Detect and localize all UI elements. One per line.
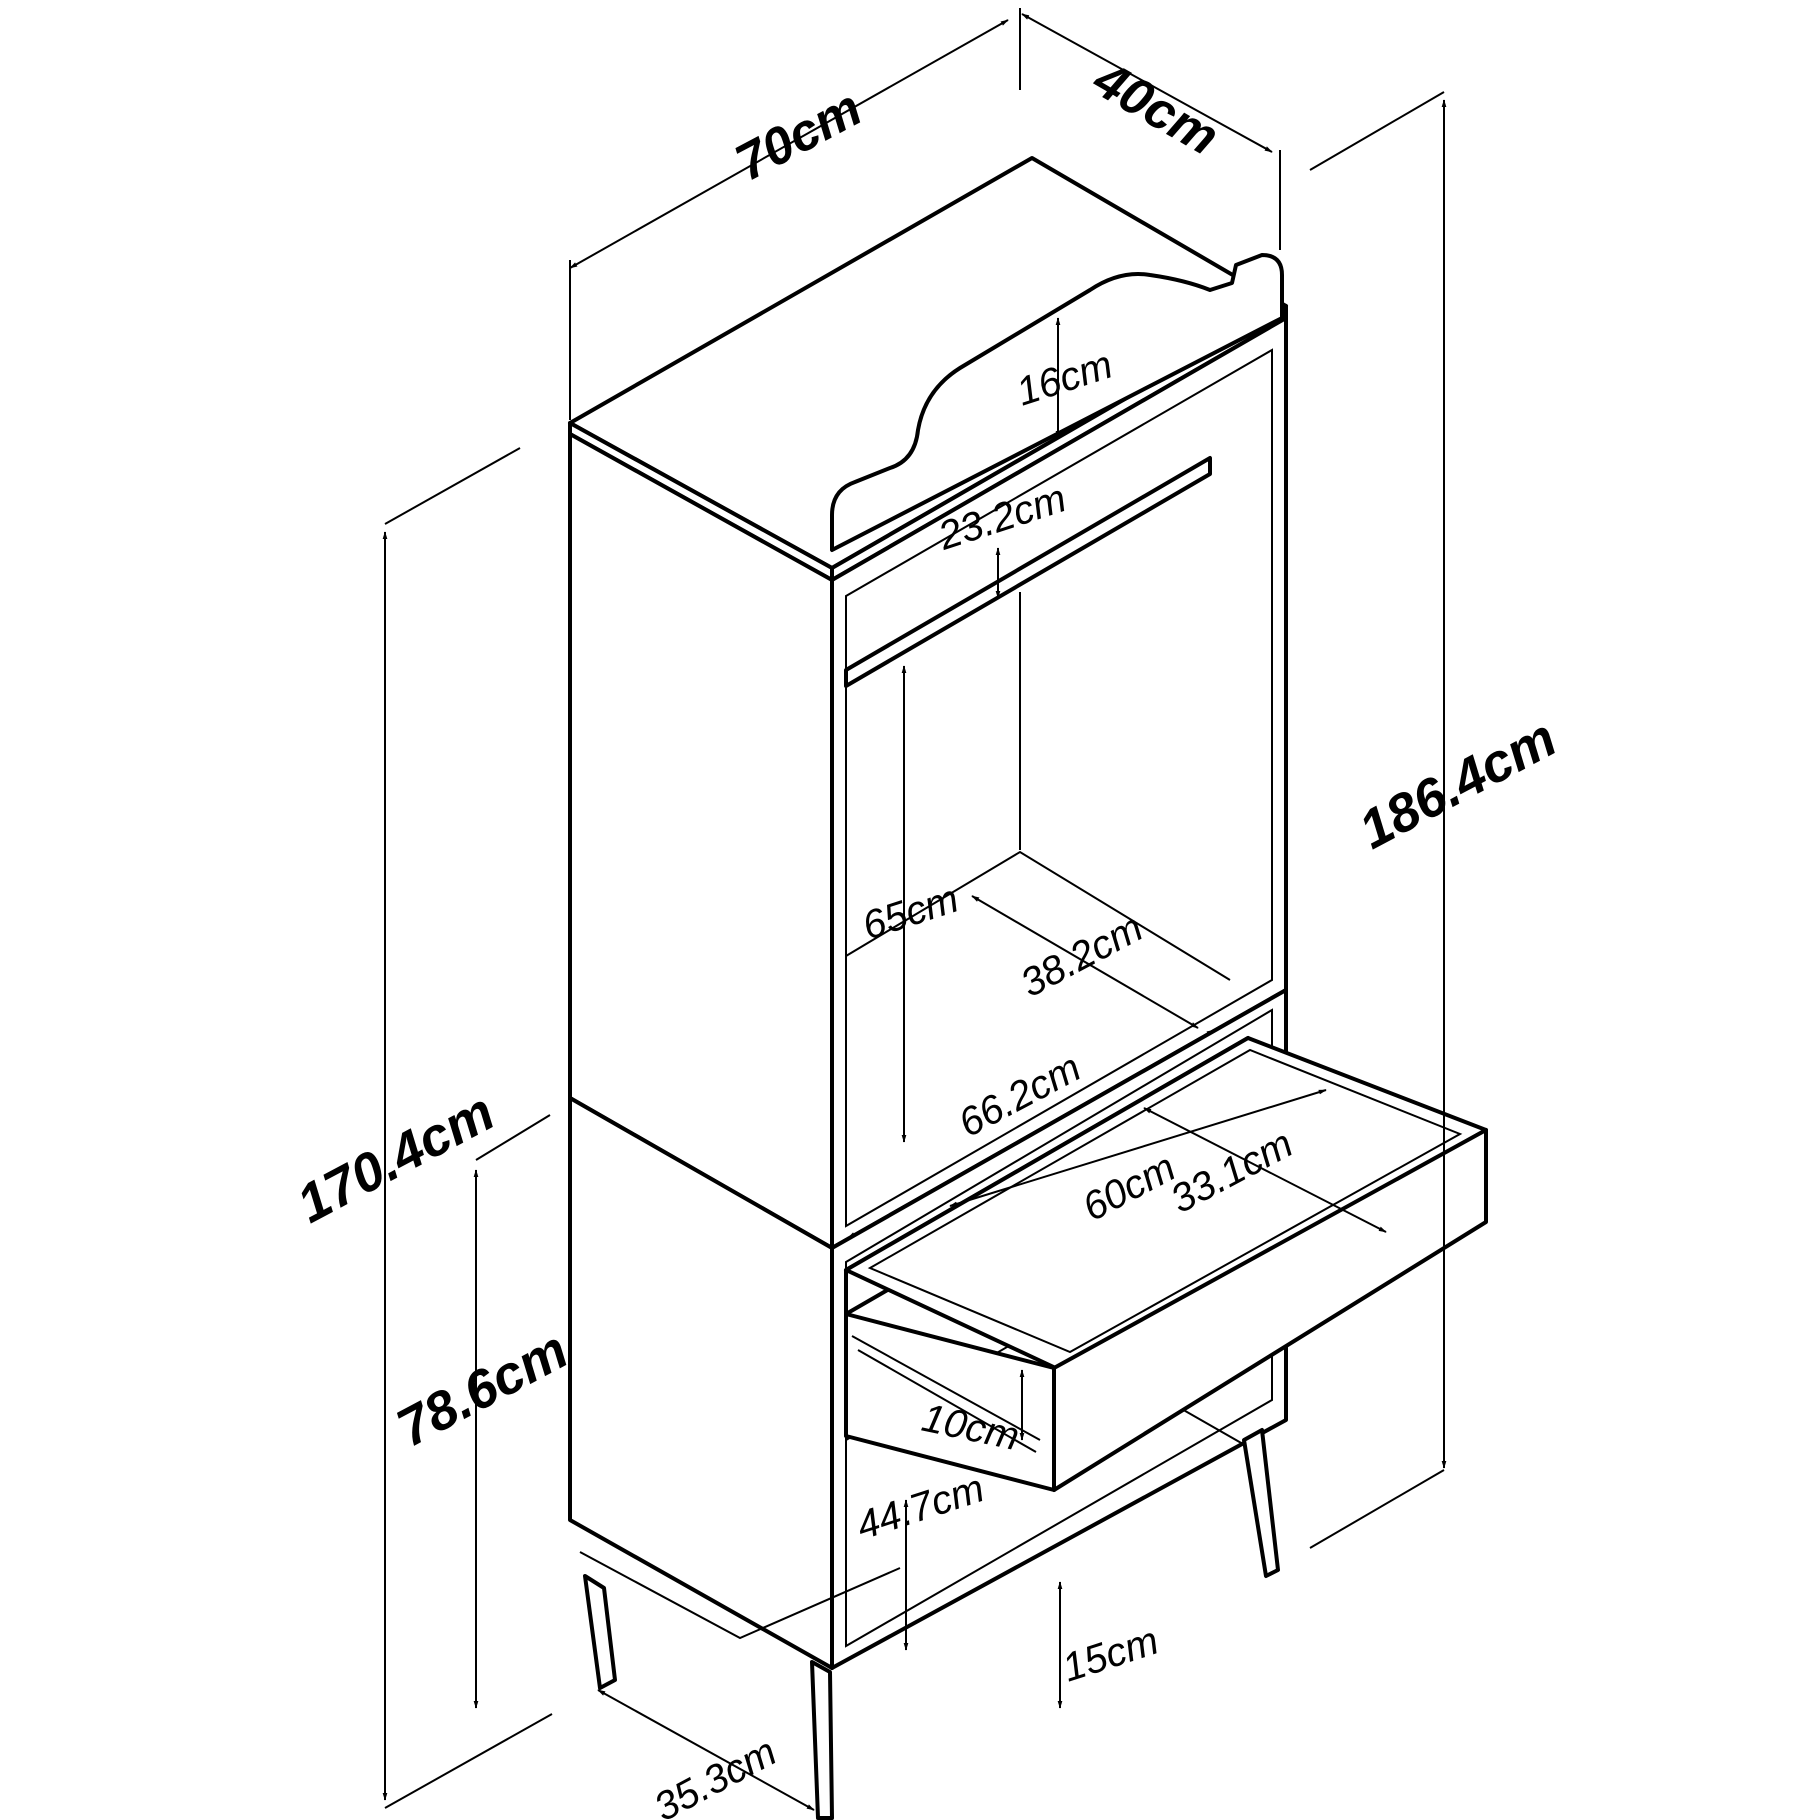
dimension-lines bbox=[382, 8, 1447, 1811]
drawer-runner bbox=[851, 1335, 1041, 1441]
upper-compartment-opening bbox=[845, 348, 1273, 1228]
leg-front-right bbox=[810, 1660, 834, 1820]
label-leg-spacing: 35.3cm bbox=[647, 1730, 783, 1820]
label-leg-height: 15cm bbox=[1057, 1618, 1164, 1690]
leg-front-left bbox=[583, 1574, 617, 1690]
label-width: 70cm bbox=[726, 79, 871, 193]
leg-back-right bbox=[1242, 1428, 1280, 1578]
upper-shelf bbox=[844, 456, 1212, 688]
label-depth: 40cm bbox=[1083, 50, 1228, 167]
label-total-height: 186.4cm bbox=[1349, 708, 1565, 861]
label-lower-height: 78.6cm bbox=[387, 1320, 577, 1459]
label-body-height: 170.4cm bbox=[287, 1082, 503, 1235]
